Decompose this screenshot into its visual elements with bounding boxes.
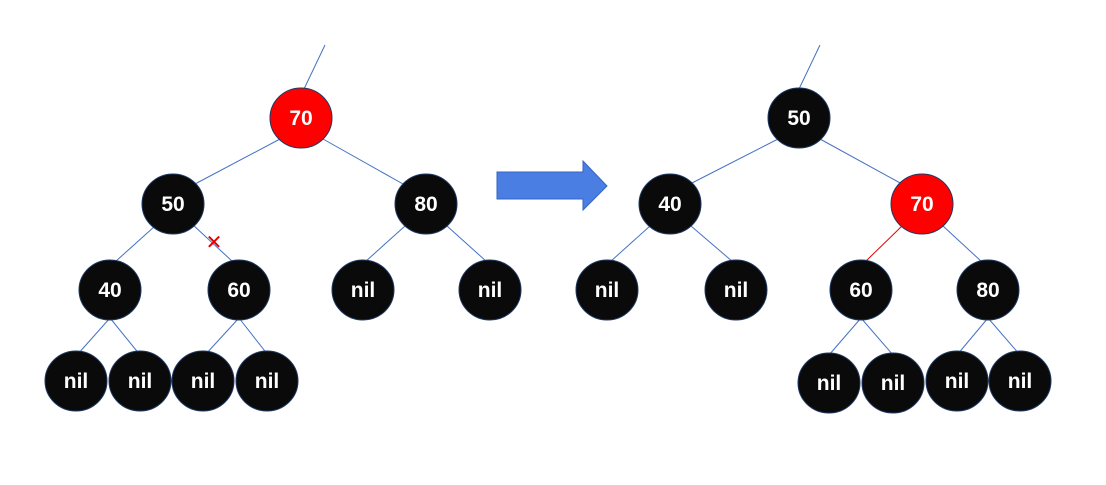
node-70: 70 bbox=[269, 87, 333, 149]
edge-40-nil bbox=[609, 225, 651, 263]
edge-60-nil bbox=[828, 317, 862, 356]
edge-40-nil bbox=[76, 317, 111, 356]
right-tree-edges bbox=[609, 44, 1021, 356]
node-label: nil bbox=[128, 370, 153, 393]
edge-70-60 bbox=[864, 225, 903, 263]
node-label: 40 bbox=[98, 279, 121, 302]
right-tree-nodes: 50 40 70 nil nil 60 80 nil bbox=[575, 87, 1052, 414]
node-label: 70 bbox=[910, 193, 933, 216]
node-nil: nil bbox=[988, 350, 1052, 412]
node-label: nil bbox=[351, 279, 376, 302]
node-70: 70 bbox=[890, 173, 954, 235]
node-nil: nil bbox=[925, 350, 989, 412]
edge-70-80 bbox=[942, 225, 983, 263]
node-label: nil bbox=[64, 370, 89, 393]
cut-edge-marker: ✕ bbox=[206, 230, 223, 254]
edge-60-nil bbox=[204, 317, 240, 356]
node-50: 50 bbox=[141, 173, 205, 235]
node-label: nil bbox=[478, 279, 503, 302]
node-nil: nil bbox=[797, 352, 861, 414]
node-60: 60 bbox=[829, 259, 893, 321]
edge-40-nil bbox=[690, 225, 734, 263]
node-label: nil bbox=[255, 370, 280, 393]
edge-80-nil bbox=[987, 317, 1021, 356]
node-nil: nil bbox=[235, 350, 299, 412]
edge-80-nil bbox=[364, 225, 406, 263]
node-nil: nil bbox=[704, 259, 768, 321]
edge-40-nil bbox=[109, 317, 141, 356]
node-60: 60 bbox=[207, 259, 271, 321]
node-80: 80 bbox=[394, 173, 458, 235]
node-label: 60 bbox=[227, 279, 250, 302]
node-nil: nil bbox=[331, 259, 395, 321]
edge-parent-to-70 bbox=[303, 44, 326, 90]
node-80: 80 bbox=[956, 259, 1020, 321]
node-label: 70 bbox=[289, 107, 312, 130]
edge-70-50 bbox=[194, 138, 281, 185]
edge-80-nil bbox=[956, 317, 989, 356]
node-nil: nil bbox=[861, 352, 925, 414]
left-tree-nodes: 70 50 80 40 60 nil nil nil bbox=[44, 87, 522, 412]
node-label: nil bbox=[817, 372, 842, 395]
node-50: 50 bbox=[767, 87, 831, 149]
node-label: 50 bbox=[787, 107, 810, 130]
edge-60-nil bbox=[238, 317, 269, 356]
edge-parent-to-50 bbox=[798, 44, 821, 90]
node-nil: nil bbox=[575, 259, 639, 321]
node-label: nil bbox=[1008, 370, 1033, 393]
node-label: 50 bbox=[161, 193, 184, 216]
node-nil: nil bbox=[108, 350, 172, 412]
node-label: 40 bbox=[658, 193, 681, 216]
node-40: 40 bbox=[78, 259, 142, 321]
edge-50-70 bbox=[819, 138, 903, 185]
left-tree-edges bbox=[76, 44, 488, 356]
node-label: nil bbox=[724, 279, 749, 302]
edge-80-nil bbox=[446, 225, 488, 263]
node-nil: nil bbox=[171, 350, 235, 412]
node-40: 40 bbox=[638, 173, 702, 235]
edge-50-40 bbox=[689, 138, 779, 185]
node-label: 60 bbox=[849, 279, 872, 302]
node-nil: nil bbox=[458, 259, 522, 321]
edge-70-80 bbox=[322, 138, 404, 185]
node-label: nil bbox=[595, 279, 620, 302]
edge-50-60 bbox=[191, 223, 234, 263]
right-arrow-icon bbox=[496, 159, 608, 212]
node-label: nil bbox=[881, 372, 906, 395]
node-label: 80 bbox=[976, 279, 999, 302]
edge-60-nil bbox=[860, 317, 894, 356]
edge-50-40 bbox=[114, 225, 156, 263]
node-nil: nil bbox=[44, 350, 108, 412]
node-label: nil bbox=[191, 370, 216, 393]
node-label: nil bbox=[945, 370, 970, 393]
node-label: 80 bbox=[414, 193, 437, 216]
